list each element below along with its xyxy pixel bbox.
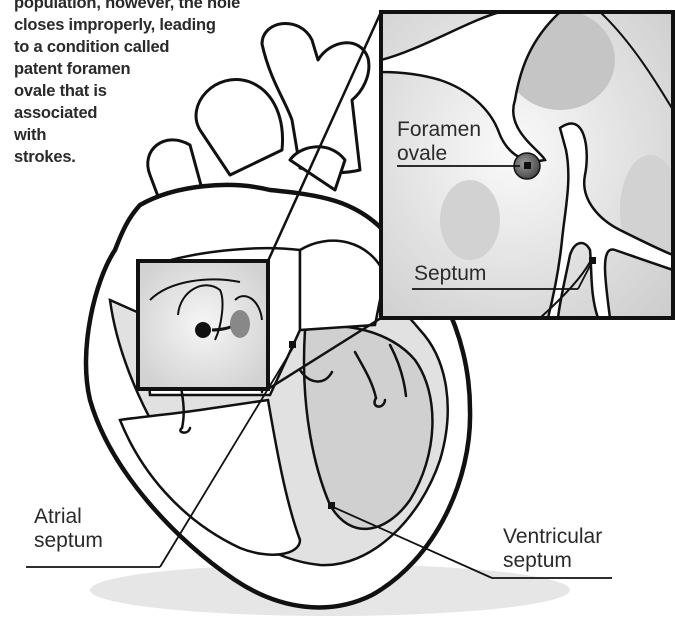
- label-septum: Septum: [414, 262, 486, 286]
- label-ventricular-septum: Ventricular septum: [503, 525, 602, 573]
- caption-line: population, however, the hole: [14, 0, 240, 14]
- caption-line: to a condition called: [14, 36, 240, 58]
- label-atrial-septum: Atrial septum: [34, 505, 103, 553]
- caption-line: strokes.: [14, 146, 240, 168]
- caption-line: patent foramen: [14, 58, 240, 80]
- caption-line: closes improperly, leading: [14, 14, 240, 36]
- caption-line: associated: [14, 102, 240, 124]
- caption-line: ovale that is: [14, 80, 240, 102]
- label-foramen-ovale: Foramen ovale: [397, 118, 481, 166]
- caption-line: with: [14, 124, 240, 146]
- caption-text: population, however, the hole closes imp…: [14, 0, 240, 168]
- small-hole: [195, 322, 211, 338]
